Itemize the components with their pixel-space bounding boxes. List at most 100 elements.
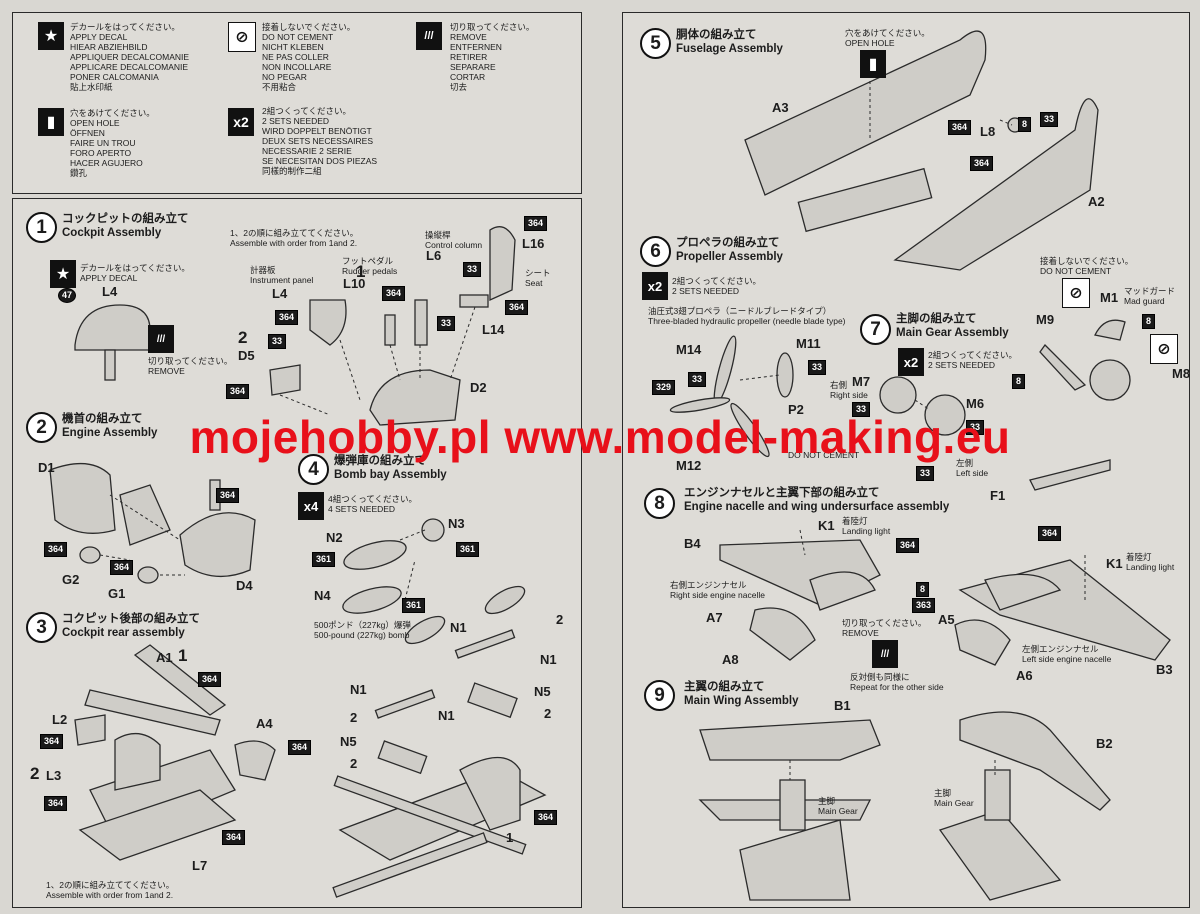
part-label: A5 [938, 612, 955, 627]
color-badge: 33 [437, 316, 456, 331]
part-label: D4 [236, 578, 253, 593]
step-6-number: 6 [640, 236, 671, 267]
color-badge: 364 [534, 810, 558, 825]
remove-cut-icon: /// [416, 22, 442, 50]
step-2-number: 2 [26, 412, 57, 443]
star-decal-icon: ★ [50, 260, 76, 288]
tag-2: 2 [350, 710, 358, 725]
part-label: L7 [192, 858, 208, 873]
tag-2: 2 [556, 612, 564, 627]
watermark-text: mojehobby.pl www.model-making.eu [189, 411, 1011, 463]
part-label: L6 [426, 248, 442, 263]
color-badge: 364 [288, 740, 312, 755]
part-label: G2 [62, 572, 80, 587]
step-5-open-hole-note: 穴をあけてください。OPEN HOLE [845, 28, 930, 48]
color-badge: 364 [382, 286, 406, 301]
part-label: L10 [343, 276, 366, 291]
part-label: L4 [272, 286, 288, 301]
open-hole-icon: ▮ [860, 50, 886, 78]
step-7-dnc-note: 接着しないでください。DO NOT CEMENT [1040, 256, 1134, 276]
color-badge: 364 [970, 156, 994, 171]
step-1-order-note: 1、2の順に組み立ててください。Assemble with order from… [230, 228, 359, 248]
color-badge: 361 [312, 552, 336, 567]
tag-1: 1 [356, 262, 366, 281]
part-label: N5 [340, 734, 357, 749]
part-label: D1 [38, 460, 55, 475]
color-badge: 364 [222, 830, 246, 845]
color-badge: 361 [456, 542, 480, 557]
part-label: N1 [450, 620, 467, 635]
part-label: P2 [788, 402, 804, 417]
part-label: M8 [1172, 366, 1191, 381]
part-label: K1 [1106, 556, 1123, 571]
color-badge: 361 [402, 598, 426, 613]
color-badge: 364 [110, 560, 134, 575]
color-badge: 8 [1018, 117, 1032, 132]
color-badge: 364 [216, 488, 240, 503]
two-sets-icon: x2 [228, 108, 254, 136]
part-label: N3 [448, 516, 465, 531]
color-badge: 33 [966, 420, 985, 435]
color-badge: 33 [916, 466, 935, 481]
part-label: N5 [534, 684, 551, 699]
color-badge: 364 [275, 310, 299, 325]
tag-2: 2 [30, 764, 40, 783]
part-label: M12 [676, 458, 702, 473]
part-label: N1 [438, 708, 455, 723]
color-badge: 364 [505, 300, 529, 315]
star-decal-icon: ★ [38, 22, 64, 50]
part-label: L2 [52, 712, 68, 727]
part-label: D5 [238, 348, 255, 363]
part-label: A2 [1088, 194, 1105, 209]
two-sets-icon: x2 [642, 272, 668, 300]
do-not-cement-icon: ⊘ [1062, 278, 1090, 308]
color-badge: 33 [1040, 112, 1059, 127]
part-label: L3 [46, 768, 62, 783]
step-8-number: 8 [644, 488, 675, 519]
step-1-decal-note: デカールをはってください。APPLY DECAL [80, 263, 190, 283]
part-label: N2 [326, 530, 343, 545]
legend-panel [12, 12, 582, 194]
color-badge: 364 [524, 216, 548, 231]
color-badge: 364 [896, 538, 920, 553]
two-sets-icon: x2 [898, 348, 924, 376]
part-label: D2 [470, 380, 487, 395]
color-badge: 33 [268, 334, 287, 349]
color-badge: 364 [44, 796, 68, 811]
color-badge: 363 [912, 598, 936, 613]
tag-2: 2 [350, 756, 358, 771]
color-badge: 8 [916, 582, 930, 597]
part-label: L16 [522, 236, 545, 251]
open-hole-icon: ▮ [38, 108, 64, 136]
color-badge: 364 [948, 120, 972, 135]
part-label: L4 [102, 284, 118, 299]
step-9-number: 9 [644, 680, 675, 711]
part-label: A1 [156, 650, 173, 665]
part-label: A4 [256, 716, 273, 731]
color-badge: 33 [463, 262, 482, 277]
part-label: B4 [684, 536, 701, 551]
propeller-label: 油圧式3翅プロペラ（ニードルブレードタイプ）Three-bladed hydra… [648, 306, 846, 326]
step-4-number: 4 [298, 454, 329, 485]
color-badge: 364 [198, 672, 222, 687]
part-label: L14 [482, 322, 505, 337]
color-badge: 364 [1038, 526, 1062, 541]
